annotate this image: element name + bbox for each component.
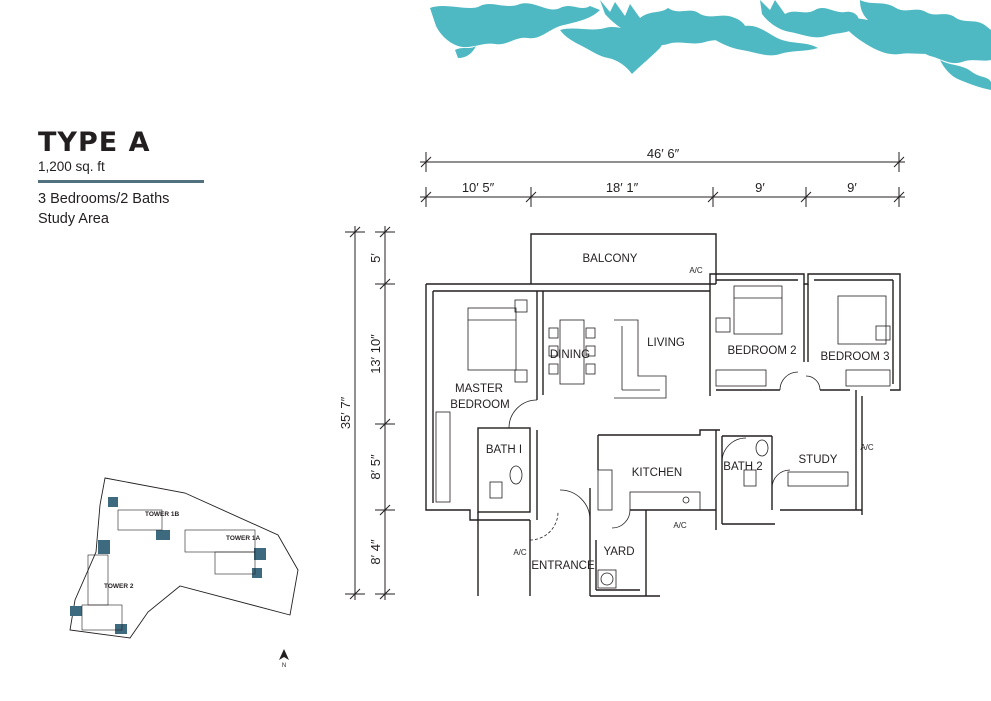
north-label: N xyxy=(282,663,286,669)
dimension-depth-2: 13′ 10″ xyxy=(368,334,383,374)
unit-title-block: TYPE A 1,200 sq. ft 3 Bedrooms/2 Baths S… xyxy=(38,128,208,229)
unit-highlight xyxy=(70,606,82,616)
site-label-tower-1b: TOWER 1B xyxy=(145,511,179,518)
door-swings xyxy=(508,371,821,541)
dimension-overall-depth: 35′ 7″ xyxy=(338,396,353,429)
dimension-overall-width: 46′ 6″ xyxy=(647,146,680,161)
dimension-depth-1: 5′ xyxy=(368,253,383,263)
dimension-segment-4: 9′ xyxy=(847,180,857,195)
unit-bedrooms-baths: 3 Bedrooms/2 Baths xyxy=(38,191,170,207)
ac-label-study: A/C xyxy=(860,443,874,452)
north-arrow-icon: N xyxy=(279,649,289,669)
unit-area: 1,200 sq. ft xyxy=(38,159,105,174)
room-label-bedroom-2: BEDROOM 2 xyxy=(727,345,796,357)
unit-highlight xyxy=(156,530,170,540)
unit-study-area: Study Area xyxy=(38,211,109,227)
unit-highlight xyxy=(115,624,127,634)
room-label-master-line-1: MASTER xyxy=(455,383,503,395)
room-label-master-line-2: BEDROOM xyxy=(450,399,509,411)
dimension-depth-3: 8′ 5″ xyxy=(368,454,383,480)
furniture xyxy=(435,285,891,589)
unit-highlight xyxy=(252,568,262,578)
unit-type-title: TYPE A xyxy=(38,127,151,158)
room-label-dining: DINING xyxy=(550,349,590,361)
ac-label-kitchen: A/C xyxy=(673,521,687,530)
site-label-tower-1a: TOWER 1A xyxy=(226,535,260,542)
unit-highlight xyxy=(98,540,110,554)
ac-label-balcony: A/C xyxy=(689,266,703,275)
unit-highlight xyxy=(108,497,118,507)
room-label-yard: YARD xyxy=(603,546,634,558)
dimension-segment-2: 18′ 1″ xyxy=(606,180,639,195)
site-label-tower-2: TOWER 2 xyxy=(104,583,134,590)
room-label-bath-2: BATH 2 xyxy=(723,461,762,473)
vertical-dimension-lines xyxy=(345,226,395,600)
foliage-decoration xyxy=(430,0,991,90)
room-label-living: LIVING xyxy=(647,337,685,349)
walls xyxy=(425,233,901,597)
unit-highlight xyxy=(254,548,266,560)
room-label-bedroom-3: BEDROOM 3 xyxy=(820,351,889,363)
room-label-entrance: ENTRANCE xyxy=(531,560,595,572)
dimension-segment-1: 10′ 5″ xyxy=(462,180,495,195)
room-label-balcony: BALCONY xyxy=(583,253,638,265)
room-label-kitchen: KITCHEN xyxy=(632,467,682,479)
horizontal-dimension-lines xyxy=(420,152,905,207)
room-label-study: STUDY xyxy=(799,454,838,466)
ac-label-entrance: A/C xyxy=(513,548,527,557)
dimension-depth-4: 8′ 4″ xyxy=(368,539,383,565)
dimension-segment-3: 9′ xyxy=(755,180,765,195)
title-divider xyxy=(38,180,204,183)
site-plan: TOWER 1B TOWER 1A TOWER 2 N xyxy=(69,477,299,669)
room-label-bath-1: BATH I xyxy=(486,444,522,456)
